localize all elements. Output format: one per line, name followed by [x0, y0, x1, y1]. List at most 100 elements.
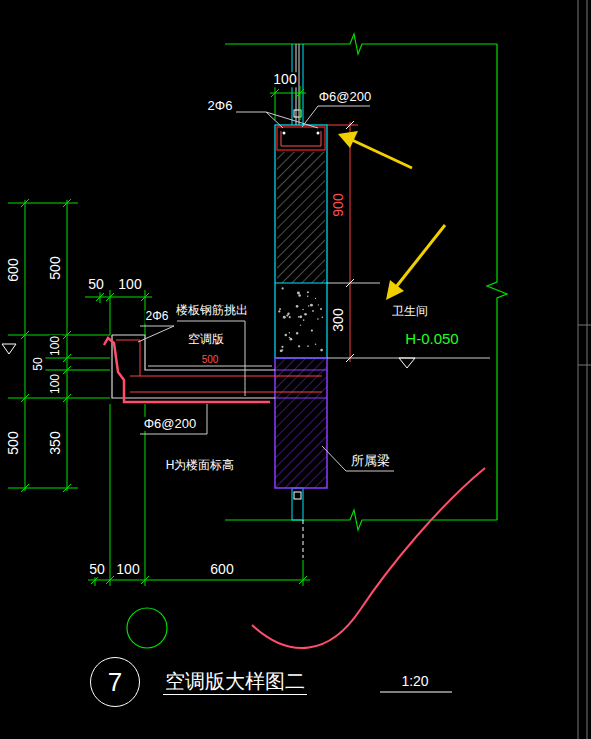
- level-mark: [2, 344, 16, 354]
- rebar-label: 2Φ6: [145, 310, 170, 323]
- wall: [320, 308, 322, 310]
- wall: [312, 310, 314, 312]
- axis-bubble: [127, 608, 167, 648]
- height-dimension: [327, 283, 380, 284]
- wall: [307, 295, 309, 297]
- dimension-text: 600: [209, 562, 234, 577]
- beam: [275, 358, 327, 488]
- wall: [322, 316, 324, 318]
- leader-lines: [148, 366, 272, 367]
- dimension-text: 500: [48, 255, 63, 280]
- wall: [302, 309, 303, 310]
- leader-lines: [266, 112, 318, 128]
- ac-slab: [130, 392, 322, 393]
- beam: [275, 358, 327, 488]
- leader-lines: [302, 106, 370, 127]
- dimension-text: 350: [48, 430, 63, 455]
- wall: [278, 287, 323, 352]
- drawing-title: 空调版大样图二: [163, 670, 307, 695]
- level-mark: [2, 344, 16, 354]
- wall: [299, 315, 302, 318]
- markup-arrow: [352, 140, 412, 168]
- beam: [275, 398, 327, 399]
- dimension-text: 50: [87, 277, 105, 292]
- window-frame: [292, 488, 303, 520]
- note-text: H为楼面标高: [165, 459, 236, 472]
- edge-frame: [587, 0, 588, 739]
- boundary-line: [225, 34, 507, 530]
- markup-arrow: [338, 131, 358, 148]
- dimension-lines: [85, 297, 152, 298]
- wall: [278, 310, 280, 312]
- dimension-text: 100: [49, 373, 62, 395]
- leader-lines: [177, 321, 245, 396]
- edge-frame: [578, 0, 579, 739]
- edge-frame: [578, 0, 591, 739]
- dimension-text: 500: [6, 430, 21, 455]
- dimension-lines: [45, 358, 110, 359]
- height-dimension: [399, 358, 415, 368]
- rebar-label: Φ6@200: [318, 90, 373, 104]
- dimension-lines: [8, 86, 310, 586]
- height-dimension: [327, 121, 490, 368]
- dimension-lines: [8, 398, 110, 399]
- dimension-text: 600: [6, 257, 21, 282]
- wall: [315, 298, 316, 299]
- window-frame: [294, 492, 301, 499]
- wall: [317, 318, 319, 320]
- dimension-text: 50: [32, 356, 45, 371]
- dimension-lines: [303, 560, 304, 586]
- leader-lines: [138, 326, 174, 342]
- wall: [287, 313, 289, 315]
- markup-arrow: [338, 131, 445, 300]
- wall: [296, 332, 298, 334]
- dimension-text: 300: [331, 307, 346, 332]
- dimension-text: 50: [88, 562, 106, 577]
- wall: [298, 345, 300, 347]
- wall: [310, 304, 313, 307]
- leader-lines: [322, 446, 394, 471]
- wall: [282, 287, 284, 289]
- wall: [289, 316, 291, 318]
- leader-lines: [140, 404, 207, 434]
- detail-number: 7: [108, 669, 122, 695]
- wall: [298, 316, 300, 318]
- level-text: H-0.050: [404, 331, 459, 348]
- height-dimension: [327, 125, 358, 126]
- wall: [281, 346, 283, 348]
- boundary-line: [225, 510, 497, 530]
- leader-lines: [236, 112, 283, 128]
- window-frame: [303, 44, 304, 125]
- wall: [283, 316, 286, 319]
- wall: [311, 329, 313, 331]
- boundary-line: [487, 44, 507, 520]
- wall: [289, 332, 290, 333]
- wall-cap: [317, 132, 320, 135]
- wall-cap: [277, 127, 325, 150]
- detail-number-circle: 7: [90, 657, 140, 707]
- room-name: 卫生间: [391, 305, 429, 318]
- dimension-text: 100: [49, 335, 62, 357]
- axis-line: [303, 520, 304, 558]
- wall: [307, 345, 309, 347]
- dimension-lines: [88, 580, 310, 581]
- wall: [280, 349, 283, 352]
- wall: [275, 283, 327, 284]
- wall: [315, 344, 316, 345]
- wall: [304, 313, 307, 316]
- dimension-lines: [67, 200, 68, 491]
- wall: [298, 294, 301, 297]
- part-name: 所属梁: [350, 454, 391, 468]
- dimension-lines: [45, 370, 110, 371]
- dimension-lines: [21, 199, 71, 492]
- window-frame: [299, 44, 300, 125]
- wall: [308, 305, 310, 307]
- markup-arrow: [396, 225, 445, 287]
- wall: [282, 349, 284, 351]
- wall: [296, 305, 299, 308]
- wall-cap: [277, 127, 325, 150]
- wall: [277, 152, 325, 283]
- dimension-text: 500: [201, 354, 220, 365]
- ac-slab: [130, 376, 322, 377]
